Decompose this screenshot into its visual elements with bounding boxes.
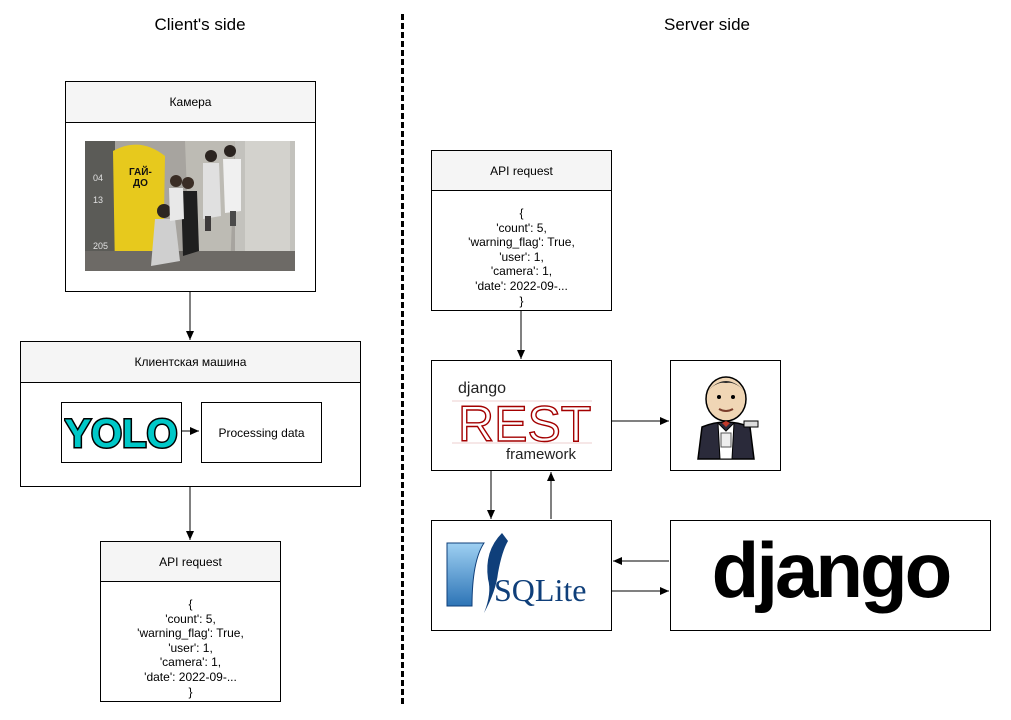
server-api-request-title: API request <box>432 151 611 191</box>
svg-text:13: 13 <box>93 195 103 205</box>
client-api-request-body: { 'count': 5, 'warning_flag': True, 'use… <box>137 597 244 699</box>
sqlite-logo-box[interactable]: SQLite <box>431 520 612 631</box>
drf-logo-django-text: django <box>458 380 506 397</box>
camera-box[interactable]: Камера 04 13 205 Г <box>65 81 316 292</box>
processing-data-box[interactable]: Processing data <box>201 402 322 463</box>
client-api-request-box[interactable]: API request { 'count': 5, 'warning_flag'… <box>100 541 281 702</box>
server-api-request-box[interactable]: API request { 'count': 5, 'warning_flag'… <box>431 150 612 311</box>
svg-text:205: 205 <box>93 241 108 251</box>
jenkins-butler-icon <box>696 375 758 460</box>
drf-logo-box[interactable]: django REST framework <box>431 360 612 471</box>
drf-logo-framework-text: framework <box>506 446 577 463</box>
sqlite-logo-text: SQLite <box>494 572 586 608</box>
drf-logo-icon: django REST framework <box>452 380 592 463</box>
server-side-heading: Server side <box>664 15 750 34</box>
yolo-logo-icon: YOLO <box>64 411 179 458</box>
jenkins-box[interactable] <box>670 360 781 471</box>
yolo-logo-box[interactable]: YOLO <box>61 402 182 463</box>
processing-data-label: Processing data <box>218 425 305 440</box>
camera-photo-scene: 04 13 205 <box>85 141 295 271</box>
camera-photo-sign: ГАЙ- ДО <box>129 167 152 189</box>
yolo-logo-text: YOLO <box>64 412 177 456</box>
django-logo-box[interactable]: django <box>670 520 991 631</box>
camera-title: Камера <box>66 82 315 123</box>
client-machine-box[interactable]: Клиентская машина YOLO Processing data <box>20 341 361 487</box>
camera-photo: 04 13 205 ГАЙ- ДО <box>85 141 295 271</box>
client-api-request-title: API request <box>101 542 280 582</box>
django-logo-text: django <box>711 525 953 614</box>
sqlite-logo-icon: SQLite <box>446 533 586 613</box>
server-api-request-body: { 'count': 5, 'warning_flag': True, 'use… <box>468 206 575 308</box>
svg-text:04: 04 <box>93 173 103 183</box>
client-side-heading: Client's side <box>154 15 246 34</box>
client-machine-title: Клиентская машина <box>21 342 360 383</box>
client-server-divider <box>401 14 404 704</box>
